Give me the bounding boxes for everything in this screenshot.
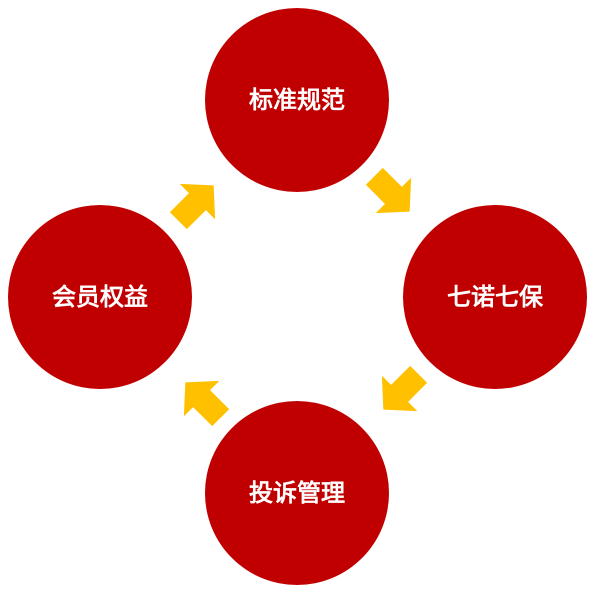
- node-left: 会员权益: [8, 205, 192, 389]
- circle-right: [403, 205, 587, 389]
- arrow-down-left-icon: [365, 356, 437, 428]
- node-top: 标准规范: [205, 8, 389, 192]
- arrow-down-right-icon: [356, 158, 428, 230]
- label-right: 七诺七保: [447, 283, 544, 311]
- circle-top: [205, 8, 389, 192]
- arrow-up-right-icon: [160, 167, 232, 239]
- label-bottom: 投诉管理: [249, 479, 345, 507]
- circle-left: [8, 205, 192, 389]
- node-right: 七诺七保: [403, 205, 587, 389]
- label-left: 会员权益: [52, 283, 148, 311]
- circle-bottom: [205, 401, 389, 585]
- arrow-up-left-icon: [167, 364, 239, 436]
- node-bottom: 投诉管理: [205, 401, 389, 585]
- label-top: 标准规范: [249, 86, 345, 114]
